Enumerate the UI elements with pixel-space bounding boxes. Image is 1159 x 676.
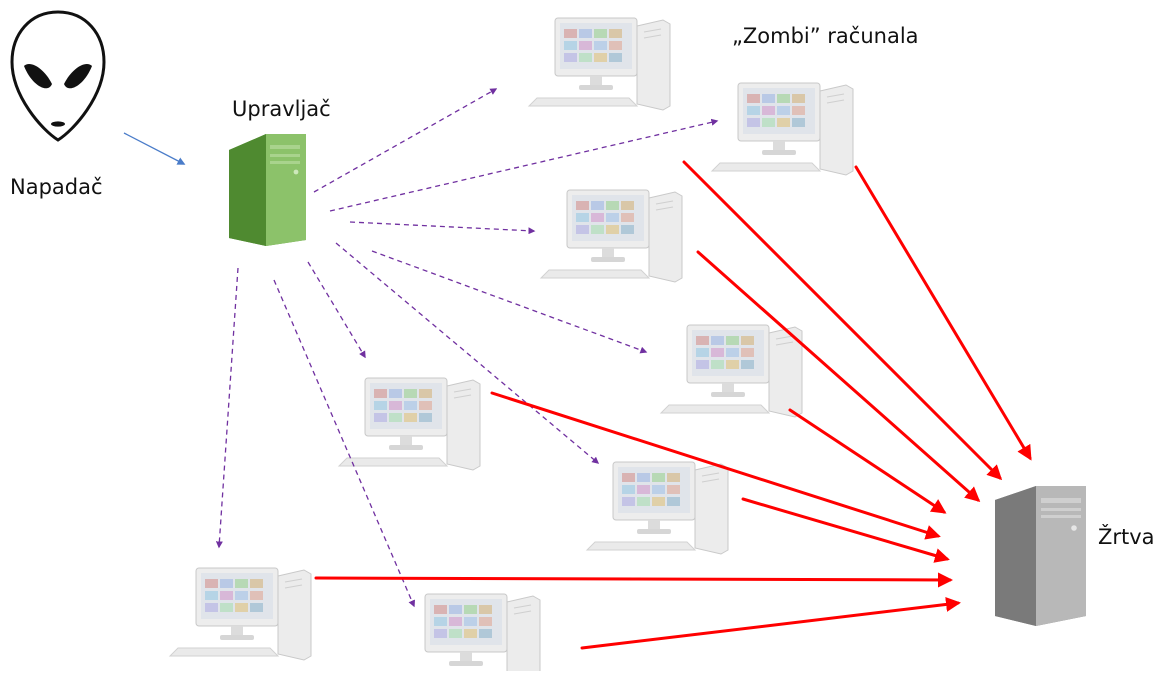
attacker-label: Napadač xyxy=(10,175,103,199)
attack-arrow-2 xyxy=(682,160,1003,481)
victim-label: Žrtva xyxy=(1098,525,1155,549)
zombie-computer-6 xyxy=(586,461,729,555)
command-arrow-2 xyxy=(329,118,719,212)
attack-arrow-6 xyxy=(741,497,950,563)
command-arrow-3 xyxy=(349,221,536,235)
zombie-computer-4 xyxy=(660,324,803,418)
zombie-computers-label: „Zombi” računala xyxy=(732,24,919,48)
controller-tower-icon xyxy=(229,134,306,246)
victim-tower-icon xyxy=(995,486,1086,626)
attack-arrow-8 xyxy=(580,596,961,650)
command-arrow-5 xyxy=(335,242,600,464)
attack-arrow-1 xyxy=(854,165,1032,461)
zombie-computer-7 xyxy=(169,567,312,661)
zombie-computer-1 xyxy=(528,17,671,111)
zombie-computer-8 xyxy=(398,593,541,676)
command-arrow-1 xyxy=(313,88,498,193)
controller-label: Upravljač xyxy=(232,97,331,121)
attack-arrow-5 xyxy=(490,391,941,540)
command-arrow-8 xyxy=(215,267,239,549)
command-arrow-4 xyxy=(371,250,648,354)
zombie-computer-3 xyxy=(540,189,683,283)
attack-arrow-3 xyxy=(696,250,981,502)
zombie-computer-2 xyxy=(711,82,854,176)
zombie-computer-5 xyxy=(338,377,481,471)
command-arrow-6 xyxy=(307,261,366,359)
command-arrow-attacker-to-controller xyxy=(123,132,186,165)
attack-arrow-4 xyxy=(788,408,947,514)
command-arrow-7 xyxy=(273,279,416,608)
attack-arrow-7 xyxy=(314,572,953,588)
alien-head-icon xyxy=(10,10,106,142)
